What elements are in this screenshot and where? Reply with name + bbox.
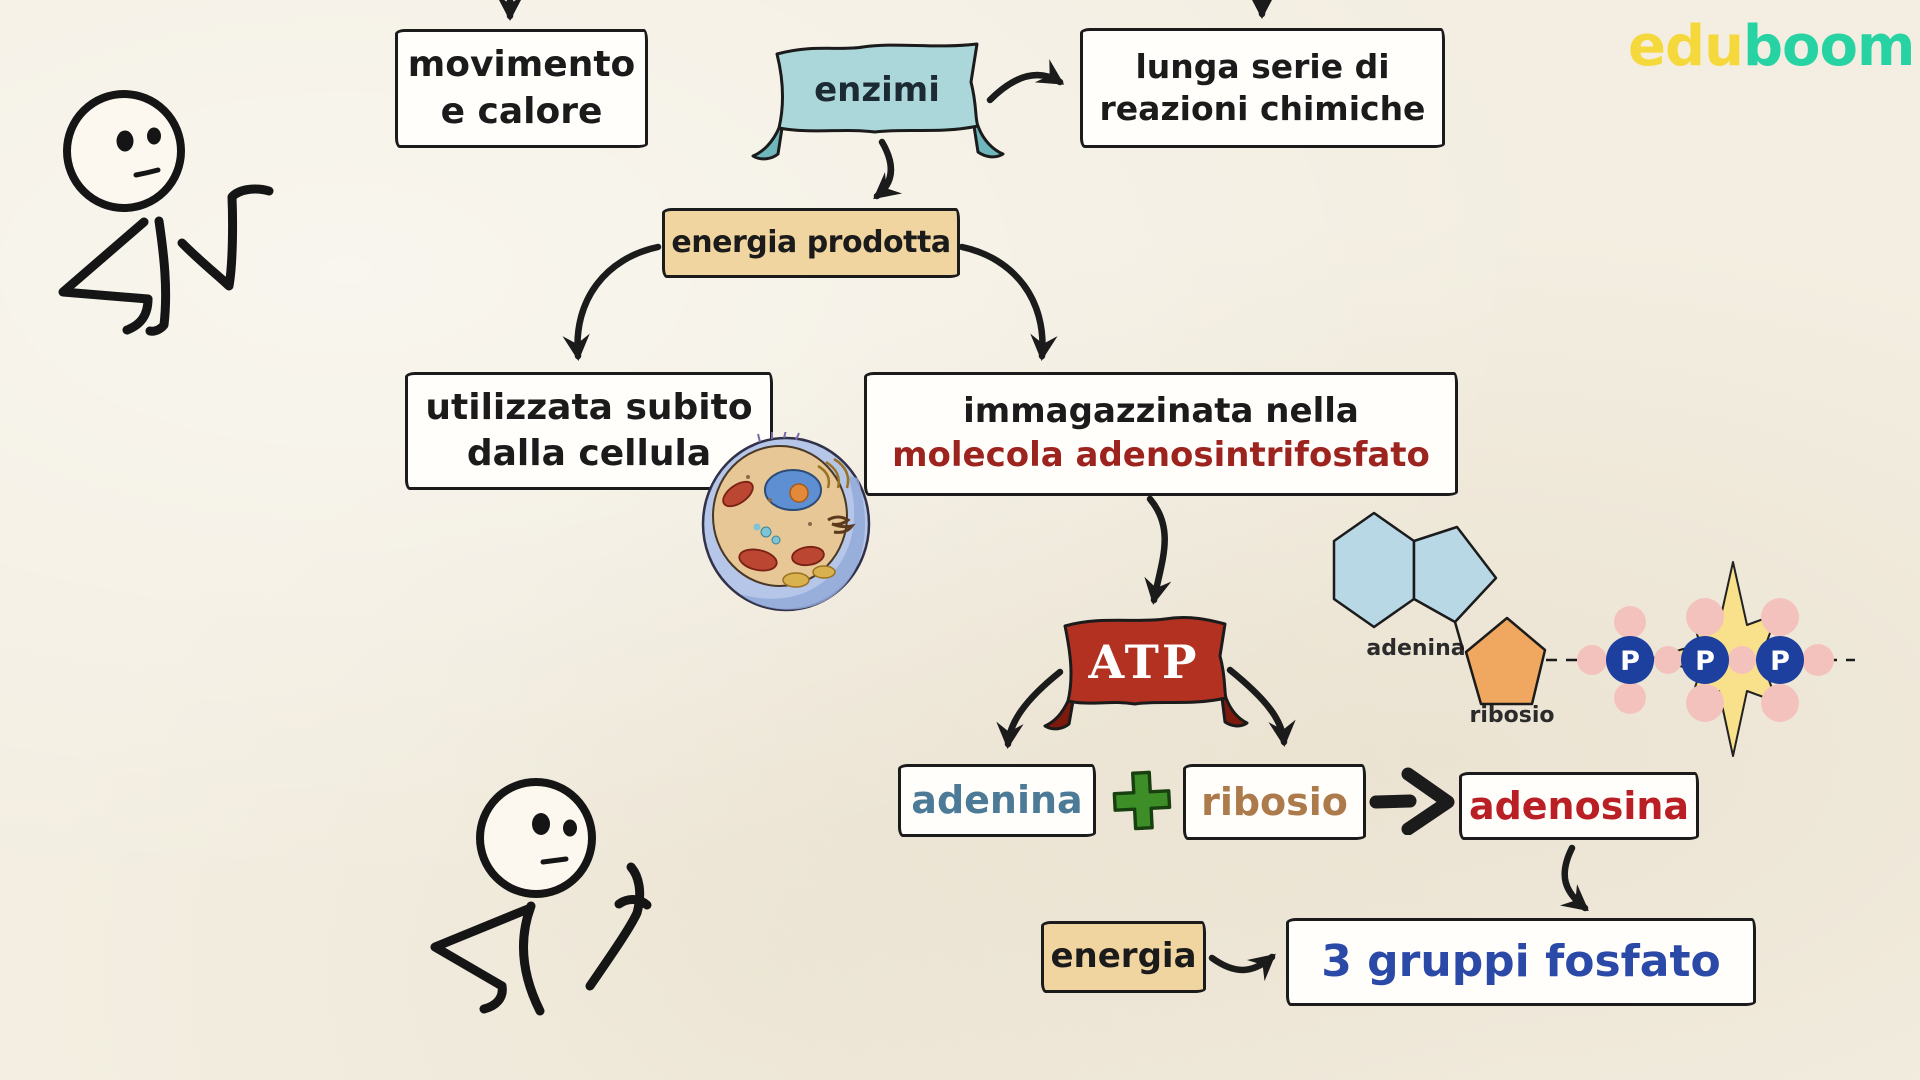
box-movimento-e-calore: movimento e calore xyxy=(395,29,648,148)
molecule-adenina-label: adenina xyxy=(1366,636,1465,661)
box-energia-prodotta: energia prodotta xyxy=(662,208,960,278)
arrow-atp-to-ribosio xyxy=(1226,666,1296,747)
phosphate-petals xyxy=(1577,598,1834,722)
box-lunga-line1: lunga serie di xyxy=(1135,46,1390,86)
arrow-energia-to-immagazzinata xyxy=(958,243,1058,361)
arrow-enzimi-to-energia-prodotta xyxy=(873,138,903,200)
box-movimento-line2: e calore xyxy=(440,90,603,132)
arrow-immagazzinata-to-atp xyxy=(1144,495,1172,605)
ribosio-label: ribosio xyxy=(1201,779,1348,824)
phosphate-letter-1: P xyxy=(1620,646,1640,677)
adenina-label: adenina xyxy=(911,778,1083,823)
cell-icon xyxy=(701,432,871,612)
arrow-icon xyxy=(1369,767,1455,835)
enzimi-ribbon-right-curl xyxy=(972,124,1005,159)
enzimi-ribbon-band xyxy=(775,42,980,134)
enzimi-label: enzimi xyxy=(814,70,940,110)
logo-edu: edu xyxy=(1628,14,1744,79)
utilizzata-line1: utilizzata subito xyxy=(425,386,753,428)
arrow-energia-to-utilizzata xyxy=(562,243,662,361)
box-3-gruppi-fosfato: 3 gruppi fosfato xyxy=(1286,918,1756,1006)
atp-ribbon-right-curl xyxy=(1220,696,1249,728)
phosphate-letter-2: P xyxy=(1695,646,1715,677)
arrow-energia-to-gruppi xyxy=(1208,953,1276,982)
arrow-adenosina-to-gruppi xyxy=(1559,844,1589,912)
arrow-atp-to-adenina xyxy=(996,668,1064,749)
stick-figure-pointing-icon xyxy=(430,778,652,1016)
atp-ribbon-band xyxy=(1063,616,1228,706)
box-adenina: adenina xyxy=(898,764,1096,837)
box-movimento-line1: movimento xyxy=(407,44,636,86)
utilizzata-line2: dalla cellula xyxy=(466,433,712,474)
immagazzinata-line1: immagazzinata nella xyxy=(963,391,1359,432)
box-immagazzinata: immagazzinata nella molecola adenosintri… xyxy=(864,372,1458,496)
energia-prodotta-label: energia prodotta xyxy=(671,224,951,260)
box-energia: energia xyxy=(1041,921,1206,993)
gruppi-fosfato-label: 3 gruppi fosfato xyxy=(1321,935,1721,987)
stick-figure-icon xyxy=(58,90,274,336)
phosphate-letter-3: P xyxy=(1770,646,1790,677)
box-lunga-line2: reazioni chimiche xyxy=(1099,89,1426,128)
enzimi-ribbon: enzimi xyxy=(751,42,1005,161)
arrow-enzimi-to-lunga xyxy=(986,59,1065,104)
atp-ribbon-left-curl xyxy=(1043,699,1075,731)
logo-boom: boom xyxy=(1742,14,1915,79)
adenine-pentagon-icon xyxy=(1412,525,1498,624)
eduboom-logo: eduboom xyxy=(1628,14,1915,79)
immagazzinata-line2: molecola adenosintrifosfato xyxy=(892,435,1430,475)
molecule-ribosio-label: ribosio xyxy=(1469,703,1554,728)
adenosina-label: adenosina xyxy=(1468,783,1690,828)
box-ribosio: ribosio xyxy=(1183,764,1366,840)
enzimi-ribbon-left-curl xyxy=(751,126,784,161)
phosphate-icon: P P P xyxy=(1606,636,1804,684)
ribose-pentagon-icon xyxy=(1464,616,1547,706)
atp-ribbon: ATP xyxy=(1043,616,1249,731)
box-adenosina: adenosina xyxy=(1459,772,1699,840)
plus-icon xyxy=(1112,770,1172,831)
atp-label: ATP xyxy=(1088,635,1200,689)
box-utilizzata-subito: utilizzata subito dalla cellula xyxy=(405,372,773,490)
atp-molecule-illustration: adenina ribosio P P P xyxy=(1332,511,1855,757)
box-lunga-serie: lunga serie di reazioni chimiche xyxy=(1080,28,1445,148)
energia-label: energia xyxy=(1050,936,1197,977)
